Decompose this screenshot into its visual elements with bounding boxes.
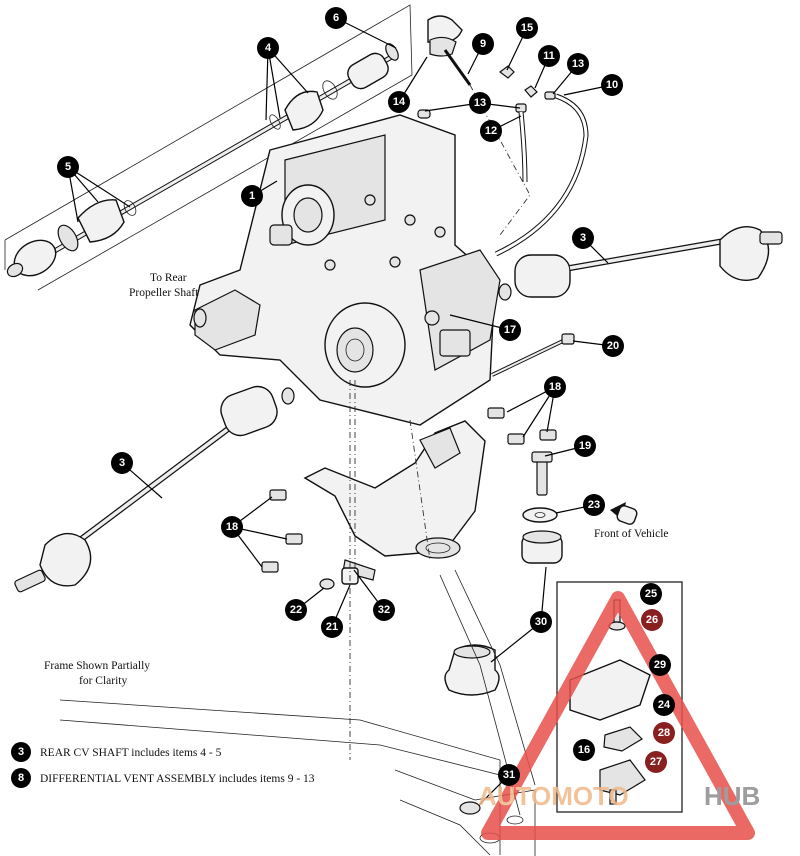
callout-6: 6 [325, 7, 347, 29]
svg-text:5: 5 [65, 161, 71, 173]
bushings [319, 502, 638, 696]
svg-text:6: 6 [333, 12, 339, 24]
svg-text:19: 19 [579, 440, 591, 452]
callout-3-left: 3 [111, 452, 133, 474]
callout-17: 17 [499, 319, 521, 341]
svg-text:17: 17 [504, 324, 516, 336]
callout-22: 22 [285, 599, 307, 621]
callout-31: 31 [498, 764, 520, 786]
callout-16: 16 [573, 739, 595, 761]
callout-10: 10 [601, 74, 623, 96]
callout-1: 1 [241, 185, 263, 207]
callout-3-right: 3 [572, 227, 594, 249]
watermark-triangle [481, 591, 755, 840]
legend: 3 REAR CV SHAFT includes items 4 - 5 8 D… [11, 742, 315, 788]
callout-13-left: 13 [469, 92, 491, 114]
callout-19: 19 [574, 435, 596, 457]
callout-15: 15 [516, 17, 538, 39]
callout-24: 24 [653, 694, 675, 716]
left-cv-shaft [14, 385, 295, 593]
frame-note-line2: for Clarity [79, 675, 127, 687]
svg-text:30: 30 [535, 616, 547, 628]
svg-text:15: 15 [521, 22, 533, 34]
svg-text:3: 3 [119, 457, 125, 469]
svg-text:22: 22 [290, 604, 302, 616]
svg-text:32: 32 [378, 604, 390, 616]
inset-detail [556, 581, 683, 813]
callout-28: 28 [653, 722, 675, 744]
svg-text:31: 31 [503, 769, 515, 781]
propeller-shaft-label: Propeller Shaft [129, 287, 199, 299]
callout-18-upper: 18 [544, 376, 566, 398]
svg-text:20: 20 [607, 340, 619, 352]
svg-text:21: 21 [326, 621, 338, 633]
svg-text:4: 4 [265, 42, 272, 54]
callout-23: 23 [583, 494, 605, 516]
callout-12: 12 [480, 120, 502, 142]
callout-29: 29 [649, 654, 671, 676]
svg-text:3: 3 [18, 746, 24, 758]
callout-11: 11 [538, 45, 560, 67]
callout-30: 30 [530, 611, 552, 633]
legend-text-cv-shaft: REAR CV SHAFT includes items 4 - 5 [40, 747, 222, 759]
callout-27: 27 [645, 751, 667, 773]
svg-text:13: 13 [572, 58, 584, 70]
watermark: AUTOMOTO HUB [478, 591, 760, 840]
svg-text:23: 23 [588, 499, 600, 511]
svg-text:18: 18 [549, 381, 561, 393]
legend-callout-3: 3 [11, 742, 31, 762]
callout-25: 25 [640, 583, 662, 605]
front-of-vehicle-label: Front of Vehicle [594, 528, 669, 540]
svg-text:26: 26 [646, 614, 658, 626]
svg-text:11: 11 [543, 50, 555, 62]
callout-20: 20 [602, 335, 624, 357]
svg-text:24: 24 [658, 699, 671, 711]
frame-note-line1: Frame Shown Partially [44, 660, 150, 672]
svg-text:10: 10 [606, 79, 618, 91]
callout-18-lower: 18 [221, 516, 243, 538]
svg-text:8: 8 [18, 772, 24, 784]
transaxle-housing [189, 114, 501, 426]
svg-text:9: 9 [480, 38, 486, 50]
callout-32: 32 [373, 599, 395, 621]
svg-text:28: 28 [658, 727, 670, 739]
watermark-text-a: AUTOMOTO [478, 781, 629, 811]
callouts: 1 3 3 4 5 6 9 10 11 12 13 13 14 15 16 17… [57, 7, 675, 786]
callout-14: 14 [388, 91, 410, 113]
callout-5: 5 [57, 156, 79, 178]
svg-text:29: 29 [654, 659, 666, 671]
mount-bracket [303, 380, 486, 581]
callout-26: 26 [641, 609, 663, 631]
vent-assembly [417, 15, 589, 257]
upper-cv-shaft-group [4, 4, 413, 291]
callout-4: 4 [257, 37, 279, 59]
svg-text:13: 13 [474, 97, 486, 109]
svg-text:16: 16 [578, 744, 590, 756]
callout-13-right: 13 [567, 53, 589, 75]
svg-text:14: 14 [393, 96, 406, 108]
watermark-text-b: HUB [704, 781, 760, 811]
callout-21: 21 [321, 616, 343, 638]
svg-text:1: 1 [249, 190, 255, 202]
svg-text:25: 25 [645, 588, 657, 600]
legend-callout-8: 8 [11, 768, 31, 788]
callout-9: 9 [472, 33, 494, 55]
to-rear-label: To Rear [150, 272, 187, 284]
legend-text-vent-assembly: DIFFERENTIAL VENT ASSEMBLY includes item… [40, 773, 315, 785]
svg-text:18: 18 [226, 521, 238, 533]
right-cv-shaft [498, 226, 783, 301]
svg-text:27: 27 [650, 756, 662, 768]
svg-text:12: 12 [485, 125, 497, 137]
svg-text:3: 3 [580, 232, 586, 244]
